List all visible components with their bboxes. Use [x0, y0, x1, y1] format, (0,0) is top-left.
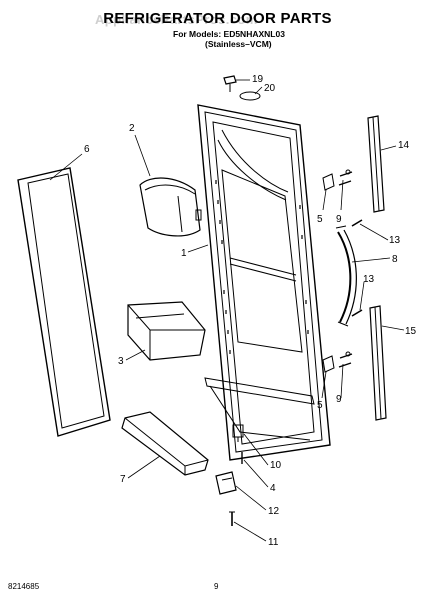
models-line: For Models: ED5NHAXNL03	[173, 29, 285, 39]
handle-screw-lower	[351, 309, 363, 317]
callout-14: 14	[398, 140, 410, 151]
page-title: REFRIGERATOR DOOR PARTS	[103, 10, 332, 27]
handle-screw-upper	[351, 219, 363, 227]
callout-11: 11	[268, 537, 279, 548]
top-hinge-cap	[223, 75, 237, 92]
bottom-hinge-bracket	[215, 471, 237, 495]
callout-6: 6	[84, 144, 90, 155]
callout-5-lower: 5	[317, 400, 323, 411]
lower-handle-bracket	[322, 351, 353, 373]
callout-1: 1	[181, 248, 187, 259]
handle-trim-lower	[369, 305, 387, 421]
callout-7: 7	[120, 474, 126, 485]
callout-9-upper: 9	[336, 214, 342, 225]
upper-handle-bracket	[322, 169, 353, 191]
door-gasket	[17, 167, 111, 437]
hinge-screw	[229, 511, 235, 526]
footer-part-number: 8214685	[8, 582, 40, 591]
callout-9-lower: 9	[336, 394, 342, 405]
callout-12: 12	[268, 506, 280, 517]
door-assembly	[197, 104, 331, 461]
door-bin	[127, 301, 206, 361]
callout-5-upper: 5	[317, 214, 323, 225]
callout-2: 2	[129, 123, 135, 134]
callout-10: 10	[270, 460, 282, 471]
variant-line: (Stainless–VCM)	[205, 39, 272, 49]
callout-19: 19	[252, 74, 264, 85]
door-handle	[335, 225, 357, 327]
callout-8: 8	[392, 254, 398, 265]
bottom-hinge-bushing	[232, 424, 244, 442]
callout-15: 15	[405, 326, 417, 337]
top-hinge-bushing	[239, 91, 261, 101]
callout-13-lower: 13	[363, 274, 375, 285]
watermark: AppliancePartsPros.com	[95, 12, 258, 27]
callout-20: 20	[264, 83, 276, 94]
callout-13-upper: 13	[389, 235, 401, 246]
dairy-door	[139, 177, 202, 237]
handle-trim-upper	[367, 115, 385, 213]
door-shelf	[121, 411, 209, 476]
callout-4: 4	[270, 483, 276, 494]
footer-page-number: 9	[214, 582, 219, 591]
callout-3: 3	[118, 356, 124, 367]
